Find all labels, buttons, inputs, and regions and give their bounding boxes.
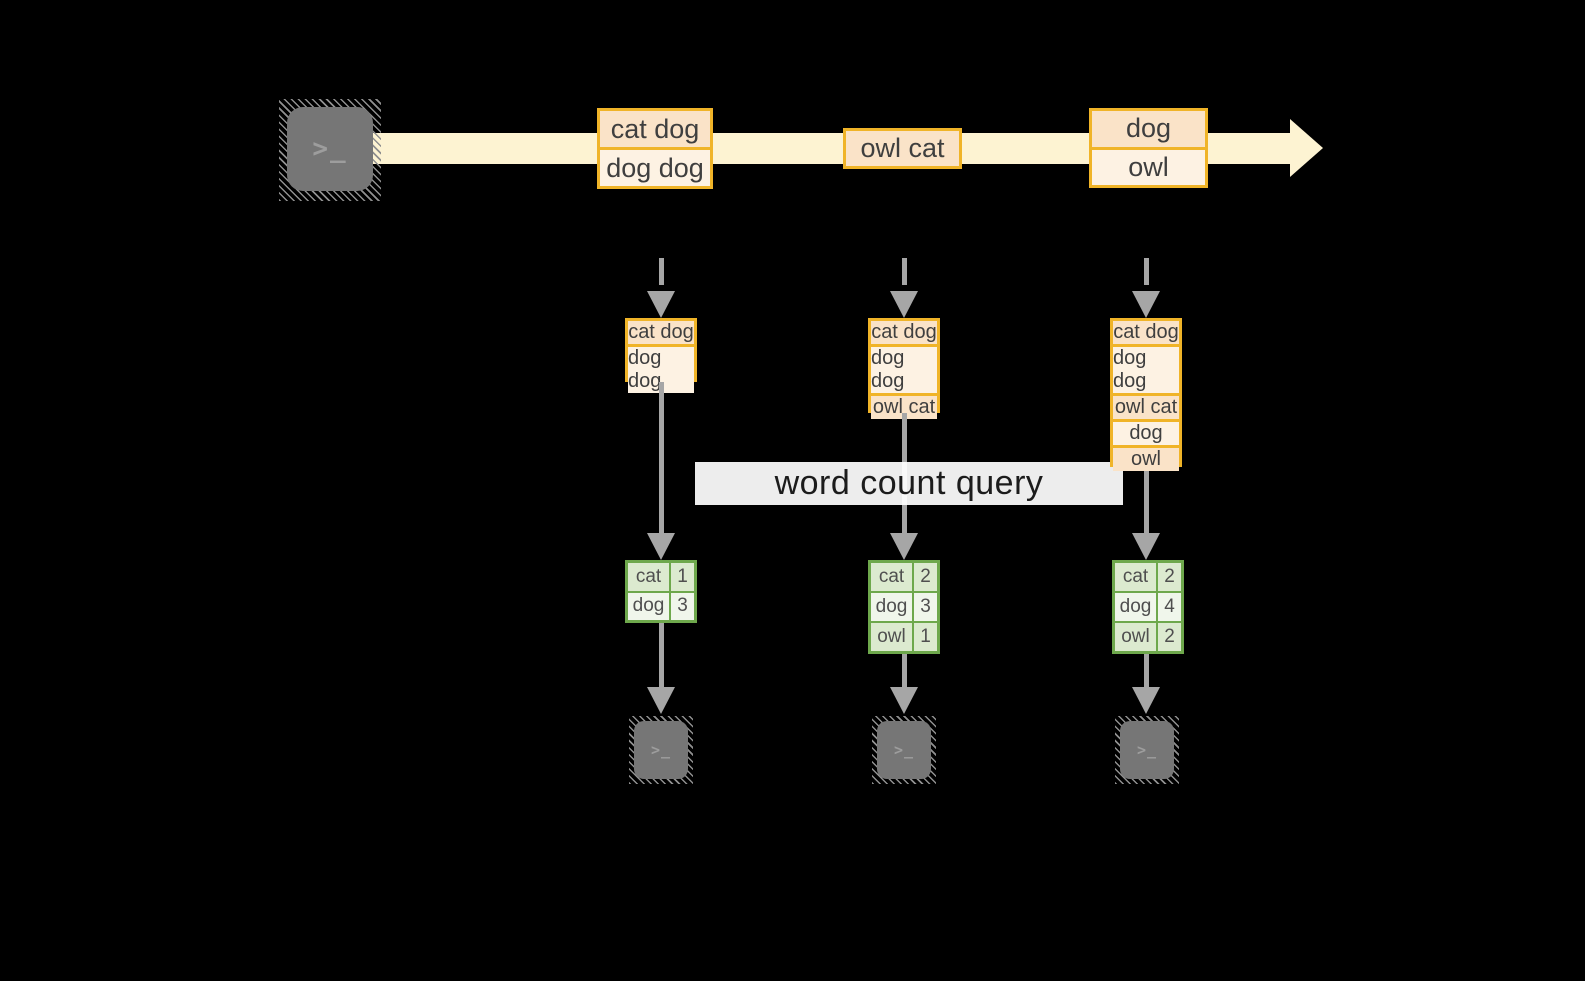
output-terminal-icon: >_ [1115, 716, 1179, 784]
table-cell-count: 4 [1158, 593, 1181, 621]
stream-event-box: cat dog dog dog [597, 108, 713, 189]
table-cell-count: 1 [914, 623, 937, 651]
arrow-stem [901, 654, 907, 687]
source-terminal-icon: >_ [279, 99, 381, 201]
table-cell-count: 2 [1158, 563, 1181, 591]
buffer-row: cat dog [628, 321, 694, 344]
result-arrow [890, 654, 918, 714]
word-count-query-banner: word count query [695, 462, 1123, 505]
table-cell-word: dog [1115, 593, 1156, 621]
stream-event-box: owl cat [843, 128, 962, 169]
table-cell-word: dog [871, 593, 912, 621]
buffer-row: cat dog [871, 321, 937, 344]
terminal-prompt-glyph: >_ [893, 741, 915, 759]
arrow-stem [1143, 467, 1149, 533]
query-arrow [1132, 467, 1160, 560]
table-cell-count: 3 [671, 592, 694, 620]
output-terminal-icon: >_ [872, 716, 936, 784]
terminal-screen: >_ [1120, 721, 1174, 779]
arrow-head-icon [1132, 291, 1160, 318]
output-terminal-icon: >_ [629, 716, 693, 784]
table-cell-word: cat [871, 563, 912, 591]
count-table: cat 1 dog 3 [625, 560, 697, 623]
ingest-arrow [890, 258, 918, 318]
arrow-head-icon [647, 533, 675, 560]
table-cell-word: cat [628, 563, 669, 591]
table-cell-word: dog [628, 592, 669, 620]
table-cell-count: 3 [914, 593, 937, 621]
ingest-arrow [647, 258, 675, 318]
buffer-stack: cat dog dog dog owl cat dog owl [1110, 318, 1182, 471]
arrow-head-icon [890, 533, 918, 560]
terminal-screen: >_ [287, 107, 373, 191]
stream-event-box: dog owl [1089, 108, 1208, 188]
event-row: dog [1092, 111, 1205, 147]
buffer-stack: cat dog dog dog [625, 318, 697, 393]
count-table: cat 2 dog 3 owl 1 [868, 560, 940, 654]
stream-arrowhead-icon [1290, 119, 1323, 177]
result-arrow [1132, 654, 1160, 714]
event-row: cat dog [600, 111, 710, 147]
count-table: cat 2 dog 4 owl 2 [1112, 560, 1184, 654]
arrow-head-icon [890, 291, 918, 318]
arrow-head-icon [890, 687, 918, 714]
arrow-stem [658, 382, 664, 533]
arrow-head-icon [647, 687, 675, 714]
arrow-head-icon [647, 291, 675, 318]
arrow-stem [1143, 258, 1149, 285]
buffer-row: dog dog [871, 347, 937, 393]
table-cell-word: cat [1115, 563, 1156, 591]
terminal-screen: >_ [877, 721, 931, 779]
event-row: owl cat [846, 131, 959, 166]
buffer-row: dog dog [1113, 347, 1179, 393]
terminal-prompt-glyph: >_ [650, 741, 672, 759]
buffer-row: owl [1113, 448, 1179, 471]
buffer-row: dog dog [628, 347, 694, 393]
terminal-prompt-glyph: >_ [312, 134, 348, 164]
arrow-head-icon [1132, 687, 1160, 714]
arrow-stem [1143, 654, 1149, 687]
arrow-stem [901, 258, 907, 285]
table-cell-word: owl [1115, 623, 1156, 651]
terminal-screen: >_ [634, 721, 688, 779]
buffer-row: owl cat [1113, 396, 1179, 419]
table-cell-word: owl [871, 623, 912, 651]
arrow-head-icon [1132, 533, 1160, 560]
table-cell-count: 2 [1158, 623, 1181, 651]
event-row: dog dog [600, 150, 710, 186]
ingest-arrow [1132, 258, 1160, 318]
query-arrow [647, 382, 675, 560]
arrow-stem [658, 623, 664, 687]
event-row: owl [1092, 149, 1205, 185]
arrow-stem [658, 258, 664, 285]
result-arrow [647, 623, 675, 714]
buffer-row: owl cat [871, 396, 937, 419]
buffer-row: cat dog [1113, 321, 1179, 344]
table-cell-count: 2 [914, 563, 937, 591]
buffer-stack: cat dog dog dog owl cat [868, 318, 940, 419]
buffer-row: dog [1113, 422, 1179, 445]
table-cell-count: 1 [671, 563, 694, 591]
terminal-prompt-glyph: >_ [1136, 741, 1158, 759]
